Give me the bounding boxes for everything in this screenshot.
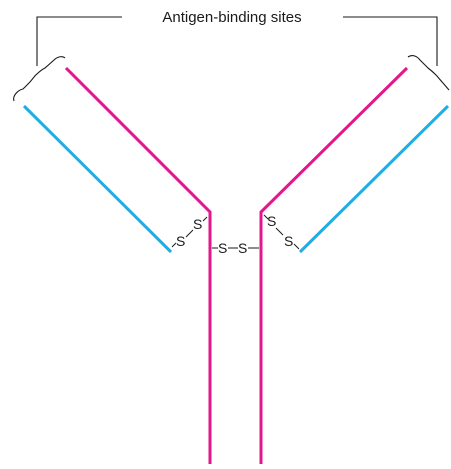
sulfur-atom: S bbox=[218, 240, 227, 256]
title-bracket-right bbox=[343, 16, 438, 66]
light-chains bbox=[22, 104, 450, 254]
bond-line bbox=[275, 227, 284, 236]
sulfur-atom: S bbox=[267, 213, 276, 229]
heavy-chain-right bbox=[259, 66, 409, 464]
title-text: Antigen-binding sites bbox=[162, 9, 301, 26]
antigen-binding-sites-label: Antigen-binding sites bbox=[36, 9, 438, 66]
disulfide-bond-left-arm: S S bbox=[171, 216, 208, 249]
left-site-brace bbox=[13, 56, 66, 102]
light-chain-right bbox=[298, 104, 450, 254]
heavy-chains bbox=[64, 66, 409, 464]
bond-line bbox=[185, 229, 194, 238]
light-chain-left bbox=[22, 104, 173, 254]
title-bracket-left bbox=[36, 16, 122, 66]
bond-line bbox=[171, 242, 177, 248]
right-site-brace bbox=[407, 55, 450, 91]
sulfur-atom: S bbox=[284, 233, 293, 249]
disulfide-bond-right-arm: S S bbox=[263, 213, 300, 250]
sulfur-atom: S bbox=[193, 216, 202, 232]
bond-line bbox=[202, 216, 208, 222]
heavy-chain-left bbox=[64, 66, 212, 464]
sulfur-atom: S bbox=[238, 240, 247, 256]
bond-line bbox=[293, 243, 300, 250]
sulfur-atom: S bbox=[176, 233, 185, 249]
disulfide-bond-hinge: S S bbox=[212, 240, 259, 256]
bond-line bbox=[263, 214, 269, 220]
